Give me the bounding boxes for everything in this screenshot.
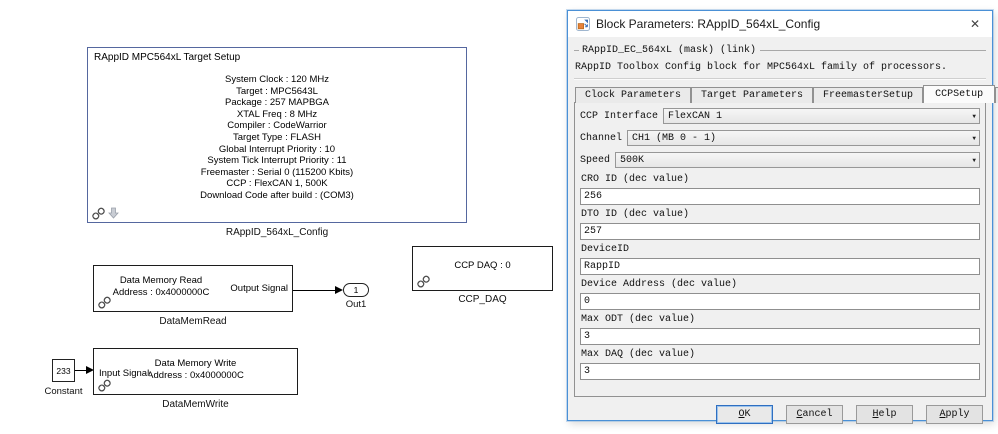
close-button[interactable]: ✕ [966,15,984,33]
tab-target-parameters[interactable]: Target Parameters [691,87,814,103]
config-block-line: System Tick Interrupt Priority : 11 [207,155,347,167]
chevron-down-icon: ▼ [972,134,976,142]
device-address-input[interactable] [580,293,980,310]
chevron-down-icon: ▼ [972,112,976,120]
simulink-block-icon [576,17,590,31]
device-id-input[interactable] [580,258,980,275]
separator [574,78,986,80]
out1-port-block[interactable]: 1 [343,283,369,297]
chevron-down-icon: ▼ [972,156,976,164]
mask-legend: RAppID_EC_564xL (mask) (link) [574,44,986,57]
ccp-setup-tab-page: CCP Interface FlexCAN 1 ▼ Channel CH1 (M… [574,102,986,397]
ccp-interface-label: CCP Interface [580,110,659,122]
out1-name: Out1 [345,299,367,310]
constant-name: Constant [44,386,83,397]
datamem-read-text: Data Memory Read Address : 0x4000000C [112,275,210,298]
max-odt-input[interactable] [580,328,980,345]
config-block-title: RAppID MPC564xL Target Setup [94,52,241,63]
cro-id-input[interactable] [580,188,980,205]
ccp-daq-block[interactable]: CCP DAQ : 0 [412,246,553,291]
ccp-daq-text: CCP DAQ : 0 [454,260,511,271]
library-link-icon [417,275,430,288]
ccp-daq-name: CCP_DAQ [458,294,507,305]
output-port-label: Output Signal [230,283,288,294]
config-block-line: Target : MPC5643L [236,85,318,97]
config-block-line: Package : 257 MAPBGA [224,97,330,109]
tab-pil[interactable]: PIL/ [995,87,998,103]
library-link-icon [98,379,111,392]
signal-arrowhead [335,286,343,294]
speed-select[interactable]: 500K ▼ [615,152,980,168]
datamem-read-block[interactable]: Data Memory Read Address : 0x4000000C Ou… [93,265,293,312]
datamem-read-name: DataMemRead [159,316,227,327]
config-block-line: CCP : FlexCAN 1, 500K [226,178,328,190]
signal-line [293,290,336,291]
datamem-write-name: DataMemWrite [162,399,229,410]
dto-id-input[interactable] [580,223,980,240]
max-odt-label: Max ODT (dec value) [581,314,696,325]
config-block-line: Freemaster : Serial 0 (115200 Kbits) [200,166,354,178]
constant-block[interactable]: 233 [52,359,75,382]
config-block-line: Compiler : CodeWarrior [227,120,327,132]
dto-id-label: DTO ID (dec value) [581,209,690,220]
device-id-label: DeviceID [581,244,630,255]
cro-id-label: CRO ID (dec value) [581,174,690,185]
config-block-line: Target Type : FLASH [232,131,321,143]
block-parameters-dialog: Block Parameters: RAppID_564xL_Config ✕ … [567,10,998,424]
config-block-line: Download Code after build : (COM3) [200,189,354,201]
dialog-title-bar[interactable]: Block Parameters: RAppID_564xL_Config ✕ [568,11,992,37]
input-port-label: Input Signal [99,368,150,379]
speed-label: Speed [580,154,611,166]
signal-arrowhead [86,366,94,374]
mask-title: RAppID_EC_564xL (mask) (link) [582,45,757,56]
max-daq-input[interactable] [580,363,980,380]
config-block-line: XTAL Freq : 8 MHz [236,108,318,120]
ccp-interface-select[interactable]: FlexCAN 1 ▼ [663,108,980,124]
tab-strip: Clock Parameters Target Parameters Freem… [574,82,998,103]
library-link-icon [98,296,111,309]
download-arrow-icon [108,207,119,219]
datamem-write-block[interactable]: Data Memory Write Address : 0x4000000C I… [93,348,298,395]
tab-ccp-setup[interactable]: CCPSetup [923,85,996,103]
config-block-line: System Clock : 120 MHz [225,74,329,85]
mask-description: RAppID Toolbox Config block for MPC564xL… [575,62,948,73]
max-daq-label: Max DAQ (dec value) [581,349,696,360]
device-address-label: Device Address (dec value) [581,279,738,290]
tab-clock-parameters[interactable]: Clock Parameters [575,87,692,103]
channel-select[interactable]: CH1 (MB 0 - 1) ▼ [627,130,980,146]
rappid-config-block[interactable]: RAppID MPC564xL Target Setup System Cloc… [87,47,467,223]
channel-label: Channel [580,132,623,144]
close-icon: ✕ [969,17,981,31]
datamem-write-text: Data Memory Write Address : 0x4000000C [147,358,244,381]
config-block-line: Global Interrupt Priority : 10 [218,143,336,155]
dialog-title: Block Parameters: RAppID_564xL_Config [596,17,821,31]
library-link-icon [92,207,105,220]
signal-line [75,370,87,371]
tab-freemaster-setup[interactable]: FreemasterSetup [813,87,924,103]
config-block-name: RAppID_564xL_Config [225,227,329,238]
